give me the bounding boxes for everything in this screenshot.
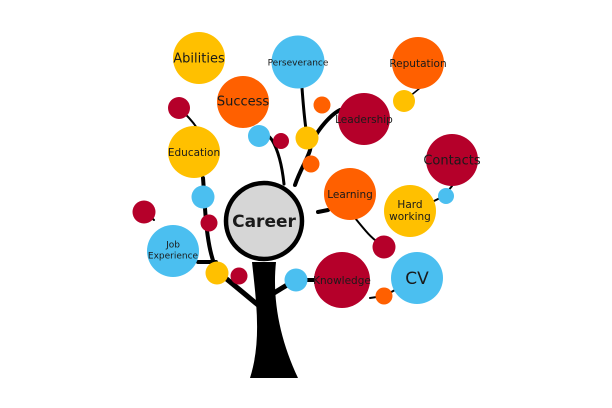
node-learning: Learning	[324, 168, 376, 220]
trunk	[250, 262, 298, 378]
dot	[313, 96, 331, 114]
dot	[284, 268, 308, 292]
node-label: Perseverance	[268, 59, 329, 69]
node-abilities: Abilities	[173, 32, 225, 84]
dot	[273, 133, 289, 149]
dot	[372, 235, 396, 259]
center-label: Career	[232, 212, 296, 232]
node-label: Success	[217, 95, 270, 110]
node-label: Abilities	[173, 52, 225, 67]
dot	[248, 125, 270, 147]
dot	[375, 287, 393, 305]
dot	[191, 185, 215, 209]
dot	[230, 267, 248, 285]
node-label: Hard	[397, 199, 422, 211]
node-cv: CV	[391, 252, 443, 304]
node-label: Knowledge	[313, 275, 371, 287]
node-hard-working: Hard working	[384, 185, 436, 237]
node-label: working	[389, 211, 431, 223]
node-label: Contacts	[423, 154, 481, 169]
node-label: Reputation	[389, 58, 446, 70]
dot	[302, 155, 320, 173]
node-career: Career	[223, 180, 305, 262]
node-success: Success	[217, 76, 270, 128]
node-leadership: Leadership	[335, 93, 393, 145]
node-knowledge: Knowledge	[313, 252, 371, 308]
dot	[200, 214, 218, 232]
node-contacts: Contacts	[423, 134, 481, 186]
node-label: CV	[405, 269, 429, 289]
dot	[438, 188, 454, 204]
node-label: Experience	[148, 252, 199, 262]
node-label: Learning	[327, 189, 373, 201]
node-label: Job	[165, 241, 180, 251]
node-label: Leadership	[335, 114, 393, 126]
dot	[205, 261, 229, 285]
node-perseverance: Perseverance	[268, 35, 329, 89]
node-reputation: Reputation	[389, 37, 447, 89]
node-label: Education	[168, 147, 220, 159]
dot	[393, 90, 415, 112]
decorative-dots	[132, 90, 454, 305]
node-education: Education	[168, 126, 220, 178]
dot	[168, 97, 190, 119]
node-job-experience: Job Experience	[147, 225, 199, 277]
dot	[295, 126, 319, 150]
dot	[132, 200, 156, 224]
